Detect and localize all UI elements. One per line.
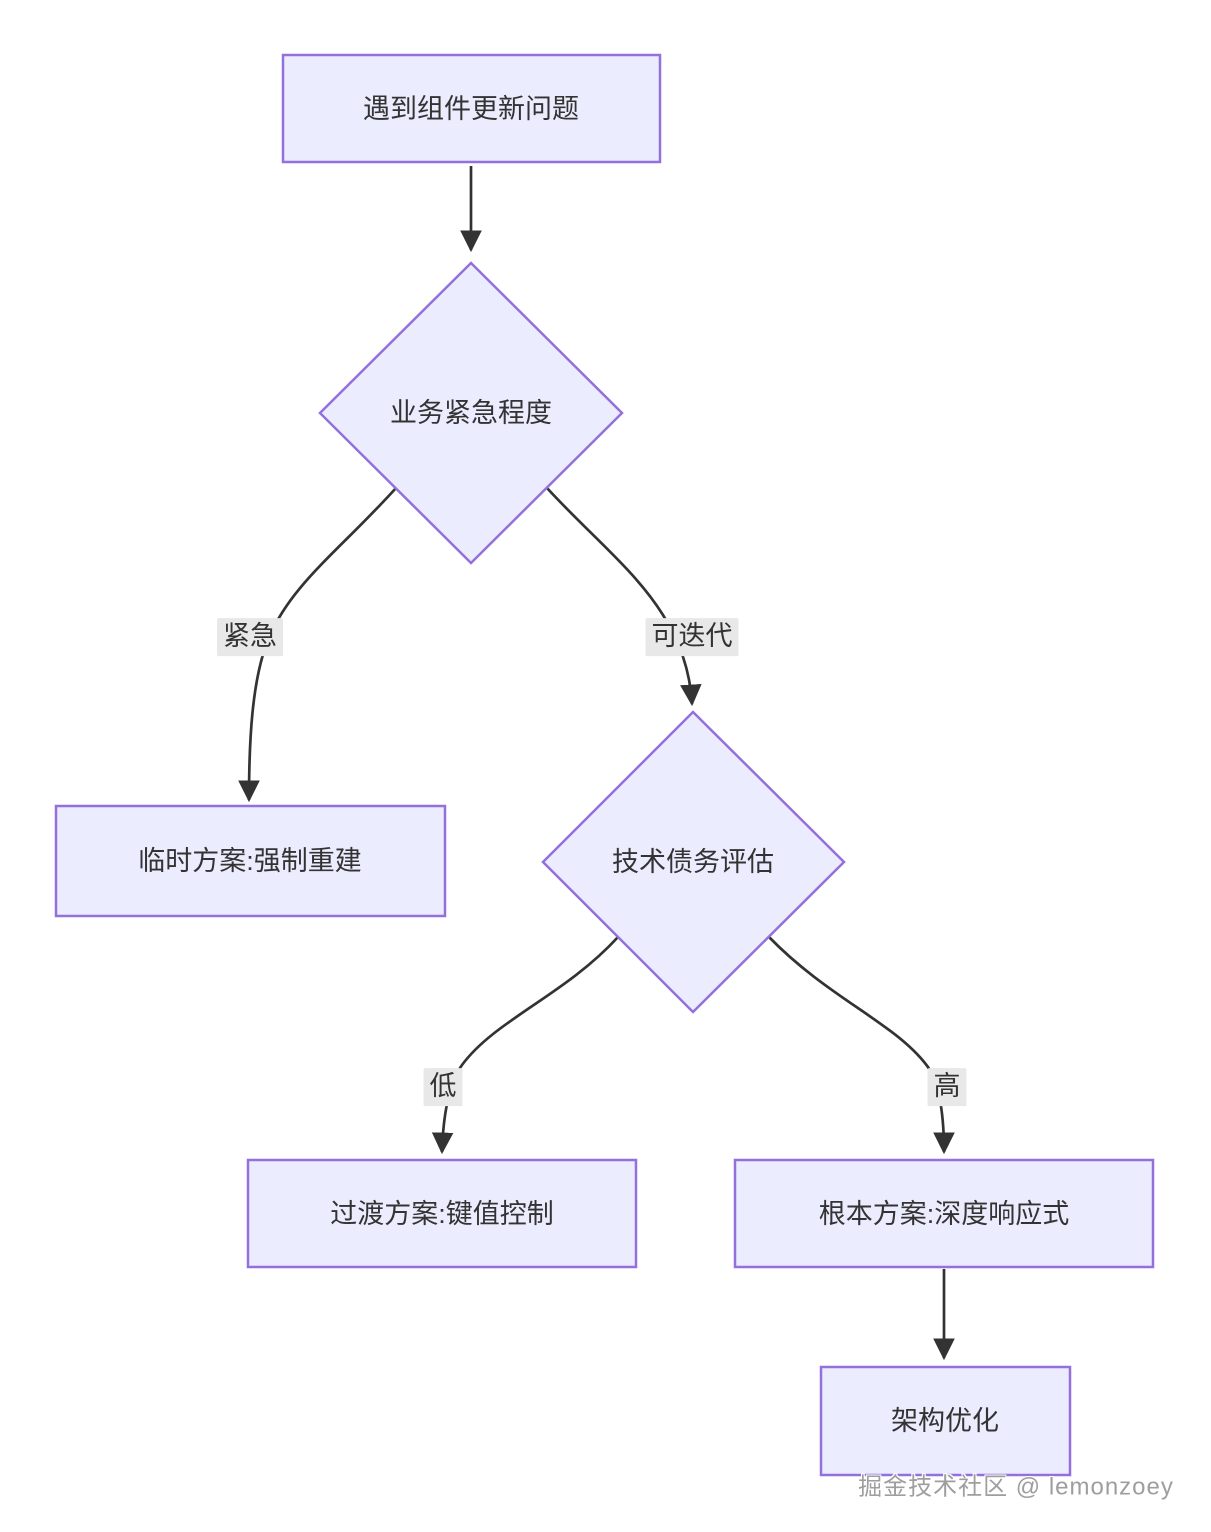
edge-label-high: 高 [927, 1068, 967, 1106]
node-techdebt-decision-shape [541, 710, 846, 1014]
node-start-label: 遇到组件更新问题 [363, 93, 579, 124]
node-temp-solution-shape [54, 804, 447, 918]
node-fundamental-solution-label: 根本方案:深度响应式 [818, 1198, 1070, 1229]
node-start-shape [281, 53, 662, 164]
node-techdebt-label: 技术债务评估 [612, 846, 774, 877]
node-urgency-label: 业务紧急程度 [390, 397, 552, 428]
node-transition-solution-label: 过渡方案:键值控制 [330, 1198, 554, 1229]
edge-label-urgent: 紧急 [217, 618, 283, 656]
node-urgency-decision-shape [318, 261, 624, 565]
edge-techdebt-to-fundamental [768, 936, 955, 1155]
node-fundamental-solution-shape [733, 1158, 1155, 1269]
edge-urgency-to-techdebt [546, 487, 702, 707]
node-temp-solution-label: 临时方案:强制重建 [138, 845, 362, 876]
node-architecture-shape [819, 1365, 1072, 1477]
edge-label-low: 低 [423, 1068, 463, 1106]
edge-label-iterable: 可迭代 [645, 618, 739, 656]
watermark: 掘金技术社区 @ lemonzoey [858, 1473, 1174, 1501]
node-architecture-label: 架构优化 [891, 1405, 999, 1436]
edge-techdebt-to-transition [431, 936, 619, 1155]
node-transition-solution-shape [246, 1158, 638, 1269]
